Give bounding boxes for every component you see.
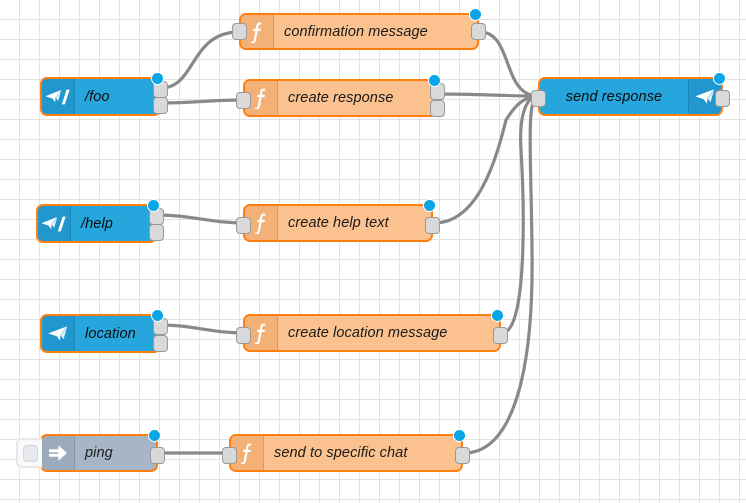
input-port[interactable]	[236, 217, 251, 234]
node-create-location-message[interactable]: create location message	[236, 309, 508, 352]
inject-arrow-icon	[42, 436, 75, 470]
wire-foo-to-create-response	[159, 98, 245, 105]
node-label: create response	[288, 90, 394, 106]
output-port[interactable]	[715, 90, 730, 107]
telegram-command-icon	[42, 79, 75, 114]
input-port[interactable]	[236, 92, 251, 109]
wire-help-to-create-help-text	[156, 213, 245, 225]
changed-indicator-dot	[469, 8, 482, 21]
node-confirmation-message[interactable]: confirmation message	[232, 8, 486, 50]
node-body: create response	[278, 81, 436, 115]
changed-indicator-dot	[148, 429, 161, 442]
node-body: create location message	[278, 316, 499, 350]
node-location-event[interactable]: location	[40, 309, 168, 353]
changed-indicator-dot	[147, 199, 160, 212]
node-label: /help	[81, 215, 113, 232]
node-send-to-specific-chat[interactable]: send to specific chat	[222, 429, 470, 472]
input-port[interactable]	[531, 90, 546, 107]
output-port[interactable]	[471, 23, 486, 40]
node-body: ping	[75, 436, 156, 470]
wire-create-help-text-to-send-response	[432, 94, 540, 225]
output-port-2[interactable]	[149, 224, 164, 241]
wire-send-to-specific-chat-to-send-response	[462, 94, 540, 455]
node-body: location	[75, 316, 159, 351]
changed-indicator-dot	[491, 309, 504, 322]
function-f-icon	[245, 81, 278, 115]
node-label: /foo	[85, 88, 110, 105]
node-body: create help text	[278, 206, 431, 240]
node-label: location	[85, 325, 136, 342]
changed-indicator-dot	[423, 199, 436, 212]
changed-indicator-dot	[151, 309, 164, 322]
changed-indicator-dot	[151, 72, 164, 85]
output-port[interactable]	[425, 217, 440, 234]
node-body: send to specific chat	[264, 436, 461, 470]
node-body: send response	[540, 79, 688, 114]
node-label: create help text	[288, 215, 389, 231]
telegram-command-icon	[38, 206, 71, 241]
wire-create-location-to-send-response	[500, 94, 540, 335]
output-port-2[interactable]	[153, 335, 168, 352]
node-create-response[interactable]: create response	[236, 74, 445, 117]
node-label: send response	[565, 88, 663, 105]
inject-button-knob	[22, 444, 38, 462]
node-body: /help	[71, 206, 155, 241]
node-body: confirmation message	[274, 15, 477, 48]
input-port[interactable]	[222, 447, 237, 464]
node-label: create location message	[288, 325, 448, 341]
node-help-command[interactable]: /help	[36, 199, 164, 243]
changed-indicator-dot	[713, 72, 726, 85]
node-label: ping	[85, 445, 113, 461]
node-foo-command[interactable]: /foo	[40, 72, 168, 116]
output-port[interactable]	[455, 447, 470, 464]
function-f-icon	[241, 15, 274, 48]
output-port-2[interactable]	[153, 97, 168, 114]
wire-confirmation-to-send-response	[478, 30, 540, 98]
node-body: /foo	[75, 79, 159, 114]
node-label: confirmation message	[284, 23, 428, 40]
input-port[interactable]	[232, 23, 247, 40]
output-port-2[interactable]	[430, 100, 445, 117]
node-send-response[interactable]: send response	[531, 72, 730, 116]
wire-location-to-create-location-message	[159, 323, 245, 335]
input-port[interactable]	[236, 327, 251, 344]
wire-foo-to-confirmation	[159, 30, 241, 90]
telegram-plane-icon	[42, 316, 75, 351]
node-create-help-text[interactable]: create help text	[236, 199, 440, 242]
node-ping-inject[interactable]: ping	[16, 429, 165, 472]
inject-trigger-button[interactable]	[16, 438, 42, 468]
changed-indicator-dot	[428, 74, 441, 87]
node-label: send to specific chat	[274, 445, 408, 461]
changed-indicator-dot	[453, 429, 466, 442]
output-port[interactable]	[493, 327, 508, 344]
output-port[interactable]	[150, 447, 165, 464]
wire-create-response-to-send-response	[437, 92, 540, 98]
